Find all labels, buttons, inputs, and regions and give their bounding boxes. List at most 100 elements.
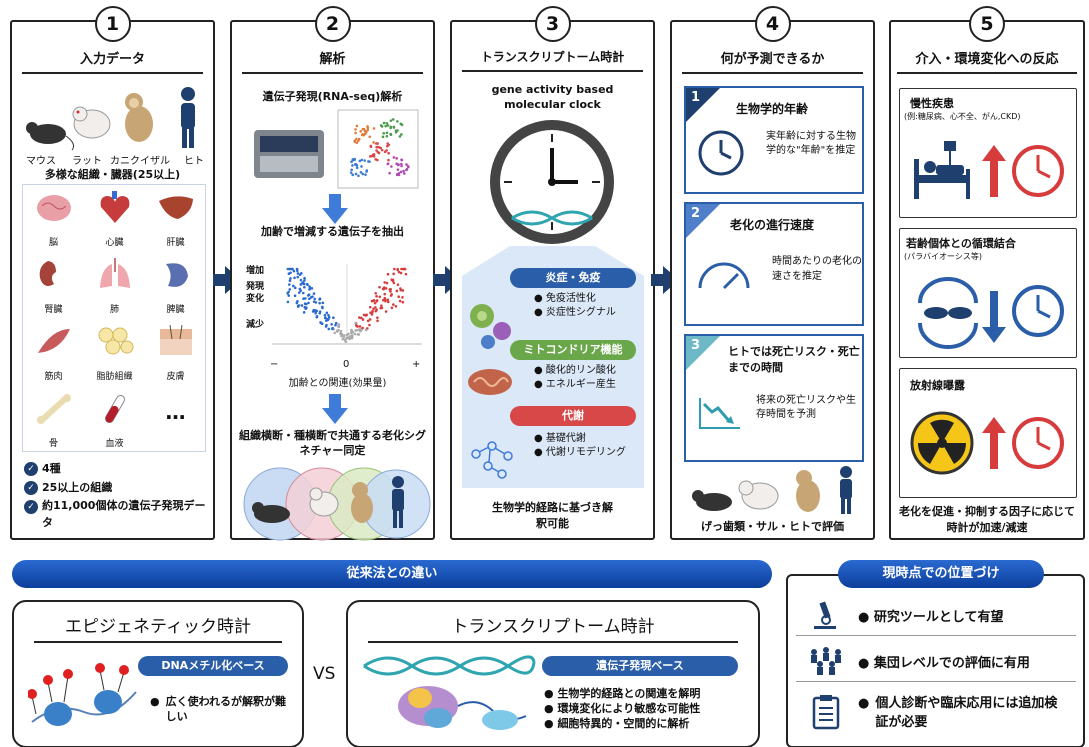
pca-dot	[398, 135, 402, 138]
pca-dot	[396, 168, 400, 171]
volcano-dot	[368, 318, 372, 321]
volcano-dot	[308, 285, 311, 288]
box-subtitle: (例:糖尿病、心不全、がん,CKD)	[904, 112, 1021, 121]
volcano-dot	[364, 328, 368, 332]
pca-dot	[399, 122, 403, 126]
volcano-dot	[370, 313, 374, 316]
volcano-dot	[334, 321, 338, 325]
volcano-dot	[401, 300, 405, 304]
mitochondria-items: ● 酸化的リン酸化 ● エネルギー産生	[534, 365, 616, 390]
pca-dot	[359, 170, 363, 174]
volcano-dot	[375, 308, 378, 312]
volcano-dot	[312, 292, 316, 295]
volcano-dot	[390, 306, 394, 310]
volcano-dot	[308, 288, 311, 291]
volcano-dot	[287, 272, 291, 275]
pca-dot	[394, 130, 398, 134]
pca-dot	[385, 131, 389, 135]
volcano-dot	[344, 340, 347, 343]
volcano-plot	[272, 264, 422, 345]
volcano-dot	[288, 267, 291, 271]
modulation-label: 老化を促進・抑制する因子に応じて時計が加速/減速	[899, 505, 1075, 534]
response-parabiosis: 若齢個体との循環結合 (パラバイオーシス等)	[899, 228, 1077, 358]
down-arrow-icon	[322, 194, 348, 224]
microscope-icon	[814, 601, 836, 629]
pca-dot	[406, 164, 410, 168]
speedometer-icon	[698, 262, 750, 290]
volcano-dot	[337, 325, 340, 328]
step-number: 4	[754, 6, 791, 42]
volcano-dot	[382, 287, 385, 291]
volcano-dot	[310, 287, 314, 290]
pca-dot	[356, 139, 360, 143]
pca-dot	[369, 145, 373, 149]
volcano-dot	[398, 299, 402, 303]
volcano-dot	[331, 327, 334, 331]
pca-dot	[372, 153, 376, 156]
volcano-dot	[360, 316, 363, 320]
volcano-dot	[392, 272, 395, 276]
volcano-dot	[401, 289, 405, 292]
volcano-dot	[302, 311, 306, 314]
pca-dot	[367, 160, 370, 163]
tissue-lung: 肺	[84, 252, 145, 319]
volcano-dot	[318, 301, 321, 305]
position-item-research: ● 研究ツールとして有望	[796, 596, 1076, 636]
card-title: 生物学的年齢	[736, 102, 809, 116]
pca-dot	[396, 120, 399, 123]
volcano-dot	[358, 325, 362, 328]
pca-dot	[359, 130, 363, 133]
tissue-skin: 皮膚	[145, 319, 206, 386]
skin-icon	[159, 324, 192, 355]
volcano-dot	[396, 268, 400, 272]
volcano-dot	[372, 299, 375, 303]
pca-dot	[399, 170, 403, 174]
summary-item-tissues: ✓25以上の組織	[24, 478, 210, 497]
pca-dot	[385, 134, 389, 138]
volcano-dot	[357, 333, 361, 336]
volcano-dot	[332, 316, 335, 319]
tissue-subtitle: 多様な組織・臓器(25以上)	[44, 168, 181, 181]
pca-dot	[370, 154, 374, 158]
pca-dot	[351, 164, 354, 167]
volcano-dot	[341, 337, 345, 341]
clock-subtitle: gene activity based molecular clock	[491, 83, 614, 111]
summary-item-species: ✓4種	[24, 459, 210, 478]
volcano-dot	[378, 285, 381, 289]
species-illustration	[26, 87, 195, 151]
volcano-dot	[303, 302, 307, 305]
volcano-dot	[386, 300, 390, 304]
volcano-dot	[376, 319, 379, 323]
volcano-dot	[287, 294, 291, 297]
epigenetic-bullets: ●広く使われるが解釈が難しい	[150, 695, 287, 723]
volcano-dot	[339, 332, 342, 336]
pca-dot	[355, 166, 359, 170]
volcano-dot	[319, 321, 323, 325]
box-title: 慢性疾患	[910, 97, 954, 110]
kidney-icon	[39, 261, 56, 286]
pca-dot	[395, 173, 399, 177]
volcano-dot	[304, 297, 307, 300]
positioning-header-bar: 現時点での位置づけ	[838, 560, 1044, 588]
pca-dot	[355, 141, 359, 145]
pca-dot	[385, 149, 388, 152]
volcano-dot	[386, 298, 390, 302]
box-title: 若齢個体との循環結合	[906, 237, 1016, 250]
parabiosis-down-clock-icon	[918, 277, 1064, 349]
tissue-kidney: 腎臓	[23, 252, 84, 319]
volcano-dot	[362, 313, 366, 317]
volcano-dot	[304, 307, 308, 310]
volcano-dot	[383, 296, 387, 300]
population-icon	[811, 647, 841, 675]
card-text: 将来の死亡リスクや生存時間を予測	[756, 395, 856, 420]
clock-pathways-illustration	[462, 120, 644, 488]
volcano-dot	[390, 293, 393, 296]
volcano-dot	[375, 300, 378, 303]
panel-input-data: 1 入力データ マウス ラット カニクイザル ヒト 多様な組織・臓器(25以上)…	[10, 6, 215, 540]
card-text: 時間あたりの老化の速さを推定	[772, 256, 862, 282]
epigenetic-title: エピジェネティック時計	[34, 612, 282, 643]
volcano-dot	[318, 297, 322, 301]
volcano-dot	[311, 295, 314, 298]
volcano-dot	[368, 323, 371, 327]
volcano-dot	[335, 330, 339, 333]
